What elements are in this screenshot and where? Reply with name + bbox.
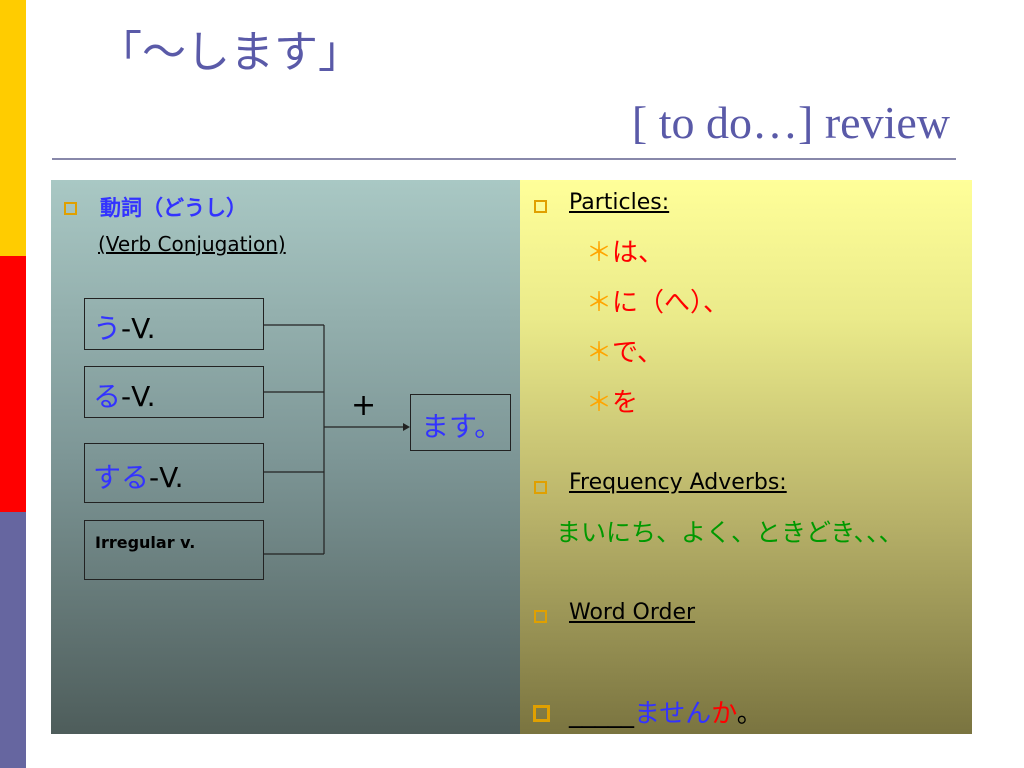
verb-subheading: (Verb Conjugation) [98, 232, 286, 256]
ru-verb-suffix: -V. [121, 380, 156, 413]
period-text: 。 [736, 699, 763, 729]
invitation-pattern: _____ませんか。 [569, 693, 763, 730]
masu-box: ます。 [410, 394, 511, 451]
grammar-panel: Particles: ＊は、 ＊に（へ）、 ＊で、 ＊を Frequency A… [520, 180, 972, 734]
ru-verb-box: る-V. [84, 366, 264, 418]
irregular-verb-box: Irregular v. [84, 520, 264, 580]
bullet-icon [534, 200, 547, 213]
masen-text: ません [634, 699, 712, 729]
ka-text: か [711, 699, 737, 729]
suru-verb-suffix: -V. [149, 461, 184, 494]
side-bar-red [0, 256, 26, 512]
side-bar-yellow [0, 0, 26, 256]
title-divider [52, 158, 956, 160]
particle-item: ＊は、 [586, 238, 665, 268]
suru-verb-kana: する [93, 461, 150, 494]
bullet-icon [534, 610, 547, 623]
particle-item: ＊で、 [586, 338, 663, 368]
blank-line: _____ [569, 699, 634, 729]
frequency-adverbs-values: まいにち、よく、ときどき、、、 [556, 518, 904, 547]
plus-sign: + [351, 388, 377, 423]
u-verb-suffix: -V. [121, 312, 156, 345]
ru-verb-kana: る [93, 380, 122, 413]
slide-subtitle: [ to do…] review [631, 97, 950, 148]
word-order-label: Word Order [569, 600, 696, 625]
asterisk-icon: ＊ [586, 238, 613, 268]
connector-lines [264, 324, 410, 555]
bullet-icon [64, 202, 77, 215]
verb-heading: 動詞（どうし） [100, 196, 247, 220]
particle-item: ＊に（へ）、 [586, 288, 730, 318]
bullet-icon [534, 481, 547, 494]
verb-conjugation-panel: 動詞（どうし） (Verb Conjugation) う-V. る-V. する-… [51, 180, 520, 734]
irregular-verb-label: Irregular v. [95, 533, 196, 552]
u-verb-kana: う [93, 312, 122, 345]
asterisk-icon: ＊ [586, 288, 613, 318]
side-bar-purple [0, 512, 26, 768]
frequency-adverbs-label: Frequency Adverbs: [569, 470, 787, 495]
bullet-icon [533, 705, 550, 722]
masu-text: ます。 [421, 410, 503, 443]
suru-verb-box: する-V. [84, 443, 264, 503]
particles-label: Particles: [569, 190, 670, 215]
particle-item: ＊を [586, 388, 639, 418]
asterisk-icon: ＊ [586, 388, 613, 418]
asterisk-icon: ＊ [586, 338, 613, 368]
u-verb-box: う-V. [84, 298, 264, 350]
slide-title: 「～します」 [98, 27, 362, 78]
